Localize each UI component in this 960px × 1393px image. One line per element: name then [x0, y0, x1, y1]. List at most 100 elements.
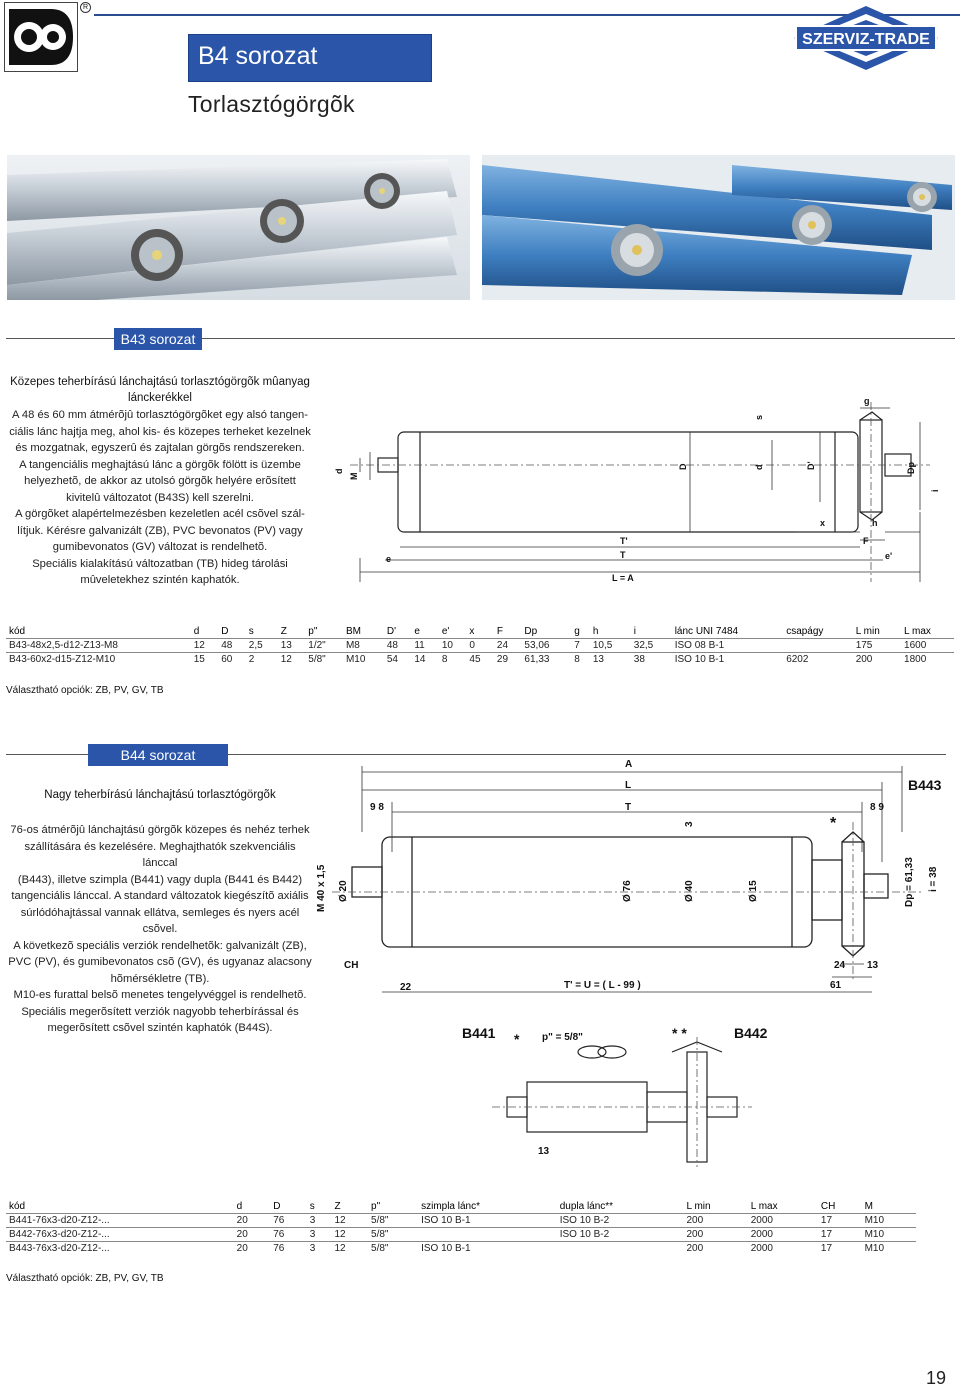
dim-tu: T' = U = ( L - 99 ) [564, 980, 641, 991]
text-line: M10-es furattal belsõ menetes tengelyvég… [13, 989, 307, 1001]
dim-8-9-right: 8 9 [870, 802, 884, 813]
text-line: A következõ speciális verziók rendelhetõ… [13, 939, 307, 952]
cell: ISO 10 B-1 [671, 652, 784, 666]
col-header: s [248, 626, 254, 637]
cell: 3 [306, 1213, 332, 1228]
cell: B441-76x3-d20-Z12-... [6, 1213, 234, 1228]
col-header: CH [820, 1201, 836, 1212]
brand-name: SZERVIZ-TRADE [802, 31, 930, 48]
dim-61: 61 [830, 980, 842, 991]
cell: ISO 10 B-2 [556, 1213, 684, 1228]
table-row: B43-60x2-d15-Z12-M10 15 60 2 12 5/8" M10… [6, 652, 954, 666]
cell: 48 [383, 638, 412, 653]
cell: 76 [270, 1241, 307, 1255]
cell: M10 [861, 1213, 916, 1228]
col-header: D' [386, 626, 396, 637]
cell: 10,5 [589, 638, 631, 653]
cell: 53,06 [521, 638, 572, 653]
dim-g: g [864, 396, 870, 406]
col-header: F [496, 626, 504, 637]
cell: M10 [861, 1241, 916, 1255]
cell: 200 [852, 652, 902, 666]
cell: 175 [852, 638, 902, 653]
cell: 2000 [747, 1227, 818, 1242]
col-header: kód [9, 626, 26, 637]
dim-Dprime: D' [806, 461, 816, 470]
dim-Dp: Dp [906, 462, 916, 474]
col-header: x [469, 626, 475, 637]
cell: 12 [331, 1213, 369, 1228]
col-header: dupla lánc** [559, 1201, 614, 1212]
cell: 5/8" [305, 652, 343, 666]
dim-s: s [754, 415, 764, 420]
cell: 38 [630, 652, 672, 666]
col-header: M [864, 1201, 873, 1212]
b44-spec-table: kód d D s Z p" szimpla lánc* dupla lánc*… [6, 1200, 916, 1255]
cell: 5/8" [368, 1241, 419, 1255]
cell [418, 1227, 557, 1242]
star-double: * * [672, 1025, 687, 1041]
text-line: ciális lánc hajtja meg, ahol kis- és köz… [9, 425, 311, 438]
text-line: szállítására és kezelésére. Meghajthatók… [24, 840, 296, 870]
text-line: tangenciális lánccal. A standard változa… [11, 890, 309, 902]
dim-3: 3 [684, 821, 695, 827]
cell: 12 [277, 652, 306, 666]
dim-h: h [872, 518, 878, 528]
col-header: d [236, 1201, 243, 1212]
star-marker: * [830, 815, 837, 832]
b43-heading-line: lánckerékkel [128, 392, 192, 404]
silver-rollers-photo [7, 155, 470, 300]
cell: 3 [306, 1227, 332, 1242]
company-logo [4, 2, 78, 72]
dim-o20: Ø 20 [338, 880, 349, 902]
cell: 76 [270, 1227, 307, 1242]
b44-heading: Nagy teherbírású lánchajtású torlasztógö… [44, 789, 276, 801]
dim-d: d [334, 469, 344, 475]
cell: 76 [270, 1213, 307, 1228]
brand-logo: SZERVIZ-TRADE [788, 4, 944, 72]
cell: 12 [331, 1227, 369, 1242]
cell [783, 638, 853, 653]
dim-22: 22 [400, 982, 412, 993]
cell: B43-48x2,5-d12-Z13-M8 [6, 638, 191, 653]
text-line: mûveletekhez szintén kaphatók. [80, 574, 240, 586]
b43-heading-line: Közepes teherbírású lánchajtású torlaszt… [10, 376, 310, 388]
text-line: csõvel. [142, 923, 178, 935]
section-rule [6, 338, 955, 339]
cell [556, 1241, 684, 1255]
cell: 45 [466, 652, 494, 666]
blue-rollers-photo [482, 155, 955, 300]
dim-A: A [625, 759, 632, 770]
cell: B442-76x3-d20-Z12-... [6, 1227, 234, 1242]
cell: M8 [342, 638, 384, 653]
col-header: L min [855, 626, 880, 637]
cell: 5/8" [368, 1227, 419, 1242]
b43-heading: Közepes teherbírású lánchajtású torlaszt… [6, 374, 314, 406]
text-line: hõmérsékletre (TB). [110, 972, 210, 985]
cell: B443-76x3-d20-Z12-... [6, 1241, 234, 1255]
col-header: L max [904, 626, 931, 637]
cell: 0 [466, 638, 494, 653]
dim-T: T [625, 802, 631, 813]
b44-section-label: B44 sorozat [88, 744, 228, 766]
cell: 20 [233, 1213, 271, 1228]
dim-T: T [620, 550, 626, 560]
cell: 2000 [747, 1213, 818, 1228]
cell: 1800 [901, 652, 954, 666]
dim-13: 13 [867, 960, 879, 971]
text-line: 76-os átmérõjû lánchajtású görgõk közepe… [10, 824, 310, 836]
cell: 11 [411, 638, 439, 653]
cell: 2000 [747, 1241, 818, 1255]
cell: 5/8" [368, 1213, 419, 1228]
text-line: A 48 és 60 mm átmérõjû torlasztógörgõket… [11, 409, 308, 421]
text-line: Speciális megerõsített verziók nagyobb t… [21, 1005, 299, 1018]
registered-mark: R [80, 2, 91, 13]
dim-LA: L = A [612, 573, 634, 583]
text-line: gumibevonatos (GV) változat is rendelhet… [52, 541, 268, 553]
page-number: 19 [925, 1368, 946, 1388]
cell: 7 [571, 638, 590, 653]
b43-section-label: B43 sorozat [114, 328, 202, 350]
dim-pitch: p" = 5/8" [542, 1032, 583, 1043]
cell: 20 [233, 1227, 271, 1242]
cell: 1600 [901, 638, 954, 653]
